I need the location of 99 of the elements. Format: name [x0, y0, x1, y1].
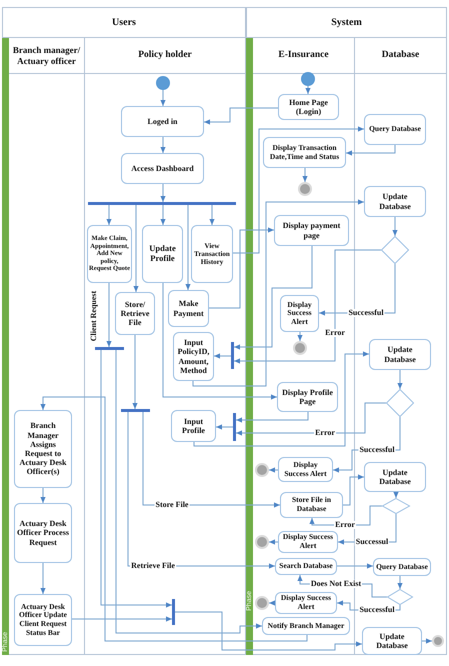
arrow	[346, 144, 396, 156]
edge-label: Successful	[358, 606, 396, 614]
activity-box: Display payment page	[274, 215, 349, 246]
swimlane-pool	[246, 7, 447, 655]
sync-bar	[88, 202, 236, 205]
end-node	[293, 341, 307, 355]
activity-box: Update Profile	[142, 225, 183, 283]
edge-label: Retrieve File	[130, 562, 176, 570]
end-node	[255, 535, 269, 549]
arrow	[40, 396, 308, 642]
sync-bar	[95, 347, 124, 350]
arrow	[297, 332, 303, 342]
arrow	[309, 506, 382, 526]
arrow	[232, 126, 364, 254]
activity-box: Update Database	[364, 462, 426, 492]
arrow	[160, 90, 166, 106]
arrow	[234, 250, 382, 364]
edge-label: Successful	[347, 309, 385, 317]
end-node	[255, 596, 269, 610]
decision-diamond	[381, 236, 409, 264]
activity-box: Actuary Desk Officer Process Request	[14, 503, 72, 563]
activity-box: Update Database	[364, 186, 426, 217]
arrow	[160, 136, 166, 154]
arrow	[214, 353, 232, 359]
edge-label: Successful	[358, 446, 396, 454]
activity-box: Branch Manager Assigns Request to Actuary Desk Officer(s)	[14, 410, 72, 488]
decision-diamond	[387, 589, 413, 605]
arrow	[204, 108, 278, 125]
sync-bar	[231, 342, 234, 369]
end-node	[432, 635, 444, 647]
end-node	[298, 182, 312, 196]
edge-label: Error	[324, 329, 346, 337]
sync-bar	[233, 413, 236, 441]
edge-label: Error	[334, 521, 356, 529]
sync-bar	[121, 409, 150, 412]
activity-box: Display Profile Page	[277, 382, 338, 412]
activity-box: Input PolicyID, Amount, Method	[173, 332, 214, 381]
arrow	[302, 168, 308, 182]
activity-box: Make Payment	[168, 290, 209, 327]
arrow	[342, 474, 364, 506]
lane-header: Policy holder	[85, 38, 245, 74]
edge-label: Store File	[154, 501, 190, 509]
arrow	[106, 204, 112, 226]
arrow	[185, 204, 191, 290]
arrow	[216, 424, 234, 430]
start-node	[156, 76, 170, 90]
arrow	[422, 638, 432, 644]
edge-label: Client Request	[89, 290, 99, 342]
arrow	[116, 350, 262, 634]
pool-header: Users	[2, 7, 246, 38]
arrow	[192, 199, 364, 386]
activity-box: Access Dashboard	[121, 153, 204, 184]
arrow	[133, 204, 139, 292]
edge-label: Error	[314, 429, 336, 437]
arrow	[194, 351, 370, 446]
arrow	[305, 86, 311, 94]
edge-label: Successul	[354, 538, 390, 546]
arrow	[236, 402, 386, 436]
arrow	[234, 246, 312, 350]
arrow	[393, 492, 399, 498]
lane-header: Branch manager/ Actuary officer	[9, 38, 84, 74]
arrow	[236, 412, 308, 423]
arrow	[397, 370, 403, 390]
arrow	[132, 334, 138, 410]
swimlane-pool	[2, 7, 246, 655]
activity-box: Input Profile	[171, 410, 216, 442]
activity-box: Update Database	[369, 339, 431, 370]
arrow	[160, 184, 166, 202]
swimlane	[9, 38, 85, 655]
activity-box: Store/ Retrieve File	[115, 292, 155, 335]
start-node	[301, 72, 315, 86]
arrow	[162, 282, 278, 400]
arrow	[268, 539, 278, 545]
activity-box: Home Page (Login)	[278, 94, 339, 120]
phase-bar	[246, 38, 253, 655]
arrow	[106, 282, 112, 348]
arrow	[392, 216, 398, 236]
arrow	[160, 204, 166, 226]
decision-diamond	[382, 498, 410, 514]
end-node	[255, 463, 269, 477]
arrow	[100, 350, 172, 608]
sync-bar	[172, 599, 175, 625]
arrow	[268, 600, 276, 606]
arrow	[40, 562, 46, 594]
decision-diamond	[386, 389, 414, 417]
arrow	[40, 488, 46, 504]
arrow	[208, 227, 274, 308]
pool-header: System	[246, 7, 447, 38]
lane-header: Database	[355, 38, 446, 74]
arrow	[174, 612, 362, 650]
arrow	[209, 204, 215, 226]
phase-bar	[2, 38, 9, 655]
arrow	[268, 467, 278, 473]
arrow	[397, 576, 403, 590]
activity-box: Loged in	[121, 106, 204, 137]
edge-label: Does Not Exist	[310, 580, 362, 588]
arrow	[72, 616, 172, 622]
activity-box: Update Database	[362, 627, 422, 655]
arrow	[336, 563, 374, 569]
